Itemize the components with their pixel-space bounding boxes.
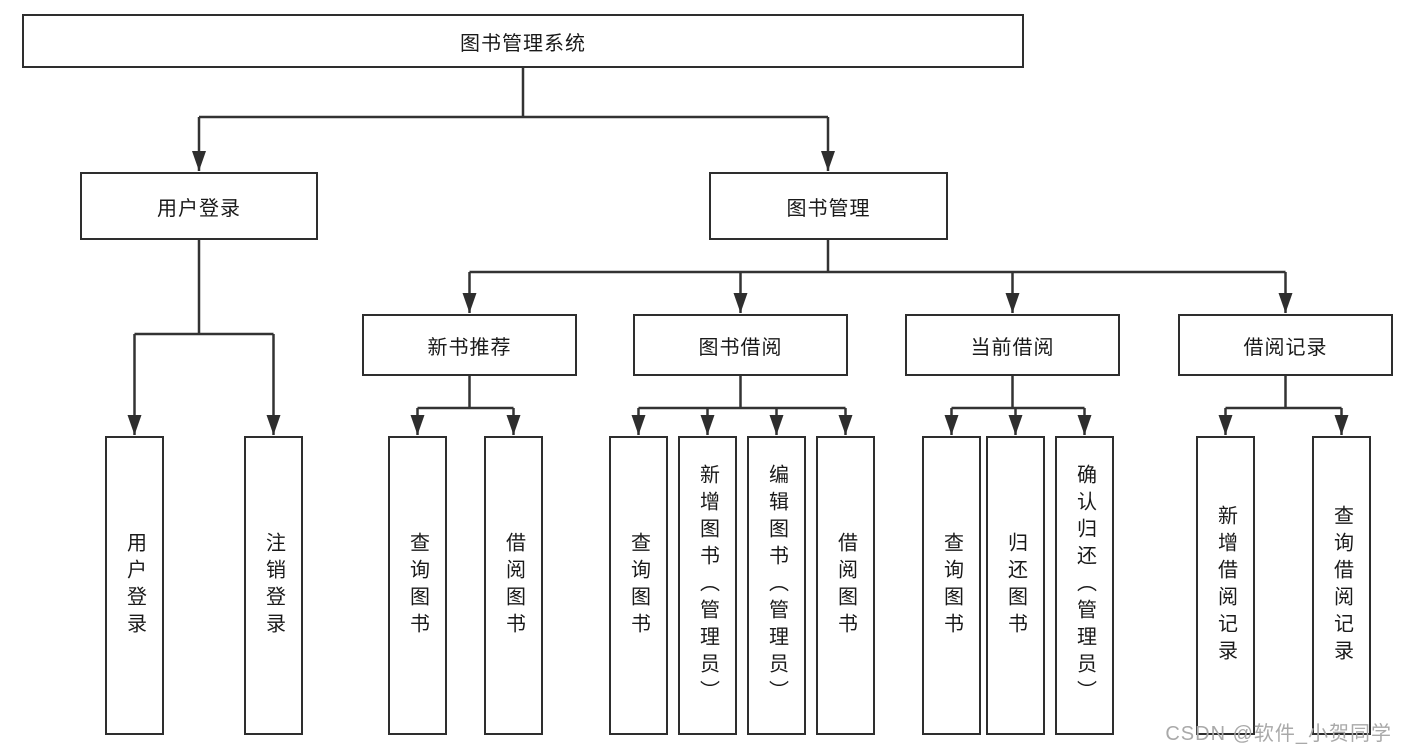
node-label: 图书借阅 xyxy=(698,336,783,359)
leaf-label: 新增图书（管理员） xyxy=(696,464,719,707)
node-label: 新书推荐 xyxy=(427,336,512,359)
leaf-label: 注销登录 xyxy=(262,531,285,640)
leaf-recommend-query-books: 查询图书 xyxy=(388,436,447,735)
leaf-current-confirm-return-admin: 确认归还（管理员） xyxy=(1055,436,1114,735)
leaf-label: 用户登录 xyxy=(123,531,146,640)
leaf-current-query-books: 查询图书 xyxy=(922,436,981,735)
node-new-book-recommendation: 新书推荐 xyxy=(362,314,577,376)
leaf-label: 查询借阅记录 xyxy=(1330,504,1353,667)
leaf-borrow-edit-books-admin: 编辑图书（管理员） xyxy=(747,436,806,735)
node-current-borrowing: 当前借阅 xyxy=(905,314,1120,376)
node-label: 图书管理系统 xyxy=(460,32,586,55)
leaf-recommend-borrow-books: 借阅图书 xyxy=(484,436,543,735)
connector-trunks xyxy=(134,68,1342,410)
node-user-login: 用户登录 xyxy=(80,172,318,240)
leaf-records-query-record: 查询借阅记录 xyxy=(1312,436,1371,735)
leaf-label: 查询图书 xyxy=(940,531,963,640)
node-label: 当前借阅 xyxy=(970,336,1055,359)
leaf-label: 查询图书 xyxy=(406,531,429,640)
leaf-records-add-record: 新增借阅记录 xyxy=(1196,436,1255,735)
leaf-label: 借阅图书 xyxy=(834,531,857,640)
leaf-borrow-add-books-admin: 新增图书（管理员） xyxy=(678,436,737,735)
node-borrowing-records: 借阅记录 xyxy=(1178,314,1393,376)
leaf-label: 归还图书 xyxy=(1004,531,1027,640)
node-library-management-system: 图书管理系统 xyxy=(22,14,1024,68)
leaf-logout: 注销登录 xyxy=(244,436,303,735)
leaf-label: 确认归还（管理员） xyxy=(1073,464,1096,707)
node-label: 借阅记录 xyxy=(1243,336,1328,359)
leaf-borrow-query-books: 查询图书 xyxy=(609,436,668,735)
node-label: 图书管理 xyxy=(786,197,871,220)
node-book-borrowing: 图书借阅 xyxy=(633,314,848,376)
node-book-management: 图书管理 xyxy=(709,172,948,240)
leaf-label: 编辑图书（管理员） xyxy=(765,464,788,707)
leaf-user-login: 用户登录 xyxy=(105,436,164,735)
leaf-borrow-borrow-books: 借阅图书 xyxy=(816,436,875,735)
leaf-label: 借阅图书 xyxy=(502,531,525,640)
leaf-label: 查询图书 xyxy=(627,531,650,640)
watermark-csdn: CSDN @软件_小贺同学 xyxy=(1165,723,1392,745)
node-label: 用户登录 xyxy=(157,197,241,220)
leaf-current-return-books: 归还图书 xyxy=(986,436,1045,735)
leaf-label: 新增借阅记录 xyxy=(1214,504,1237,667)
